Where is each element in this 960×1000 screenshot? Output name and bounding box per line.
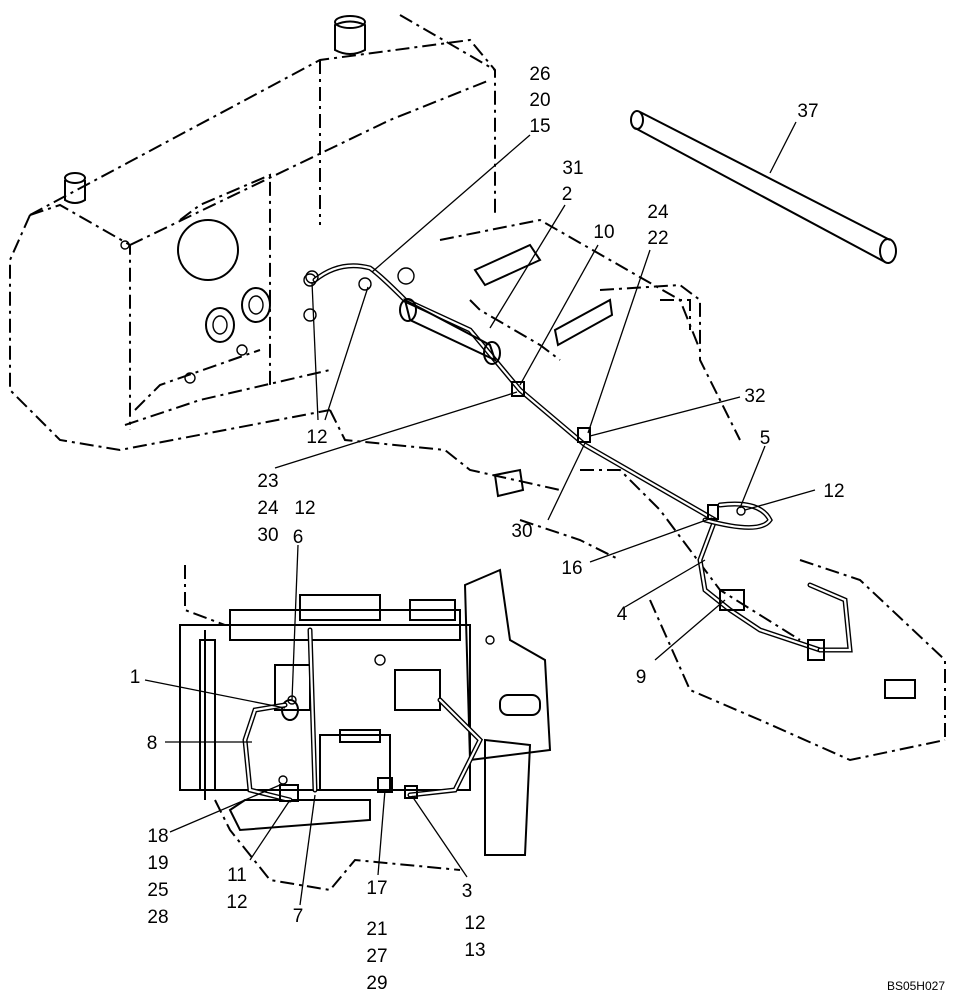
- callout-17: 17: [366, 878, 387, 899]
- callout-22: 22: [647, 228, 668, 249]
- callout-30: 30: [511, 521, 532, 542]
- callout-10: 10: [593, 222, 614, 243]
- callout-20: 20: [529, 90, 550, 111]
- callout-26: 26: [529, 64, 550, 85]
- callout-28: 28: [147, 907, 168, 928]
- callout-23: 23: [257, 471, 278, 492]
- protective-sleeve: [630, 110, 897, 264]
- leader-lines: [144, 121, 816, 906]
- callout-2: 2: [562, 184, 573, 205]
- engine: [179, 565, 552, 892]
- callout-3: 3: [462, 881, 473, 902]
- callout-5: 5: [760, 428, 771, 449]
- callout-19: 19: [147, 853, 168, 874]
- callout-24: 24: [647, 202, 669, 223]
- callout-18: 18: [147, 826, 168, 847]
- callout-7: 7: [293, 906, 304, 927]
- callout-37: 37: [797, 101, 818, 122]
- callout-21: 21: [366, 919, 387, 940]
- callout-9: 9: [636, 667, 647, 688]
- reference-code: BS05H027: [887, 979, 945, 993]
- callout-32: 32: [744, 386, 765, 407]
- callout-12: 12: [823, 481, 844, 502]
- callout-1: 1: [130, 667, 141, 688]
- callout-11: 11: [227, 865, 247, 886]
- callout-12: 12: [464, 913, 485, 934]
- callout-12: 12: [306, 427, 327, 448]
- callout-labels: 26 20 15 37 31 2 10 24 22 32 5 12 12 23 …: [130, 64, 845, 994]
- fuel-tank: [9, 14, 496, 452]
- callout-15: 15: [529, 116, 550, 137]
- callout-30: 30: [257, 525, 278, 546]
- callout-6: 6: [293, 527, 304, 548]
- machine-frame: [329, 218, 946, 762]
- callout-25: 25: [147, 880, 168, 901]
- callout-16: 16: [561, 558, 582, 579]
- callout-12: 12: [226, 892, 247, 913]
- callout-27: 27: [366, 946, 387, 967]
- hose-route: [305, 263, 916, 699]
- callout-24: 24: [257, 498, 279, 519]
- callout-29: 29: [366, 973, 387, 994]
- callout-31: 31: [562, 158, 583, 179]
- callout-13: 13: [464, 940, 485, 961]
- callout-8: 8: [147, 733, 158, 754]
- callout-4: 4: [617, 604, 628, 625]
- callout-12: 12: [294, 498, 315, 519]
